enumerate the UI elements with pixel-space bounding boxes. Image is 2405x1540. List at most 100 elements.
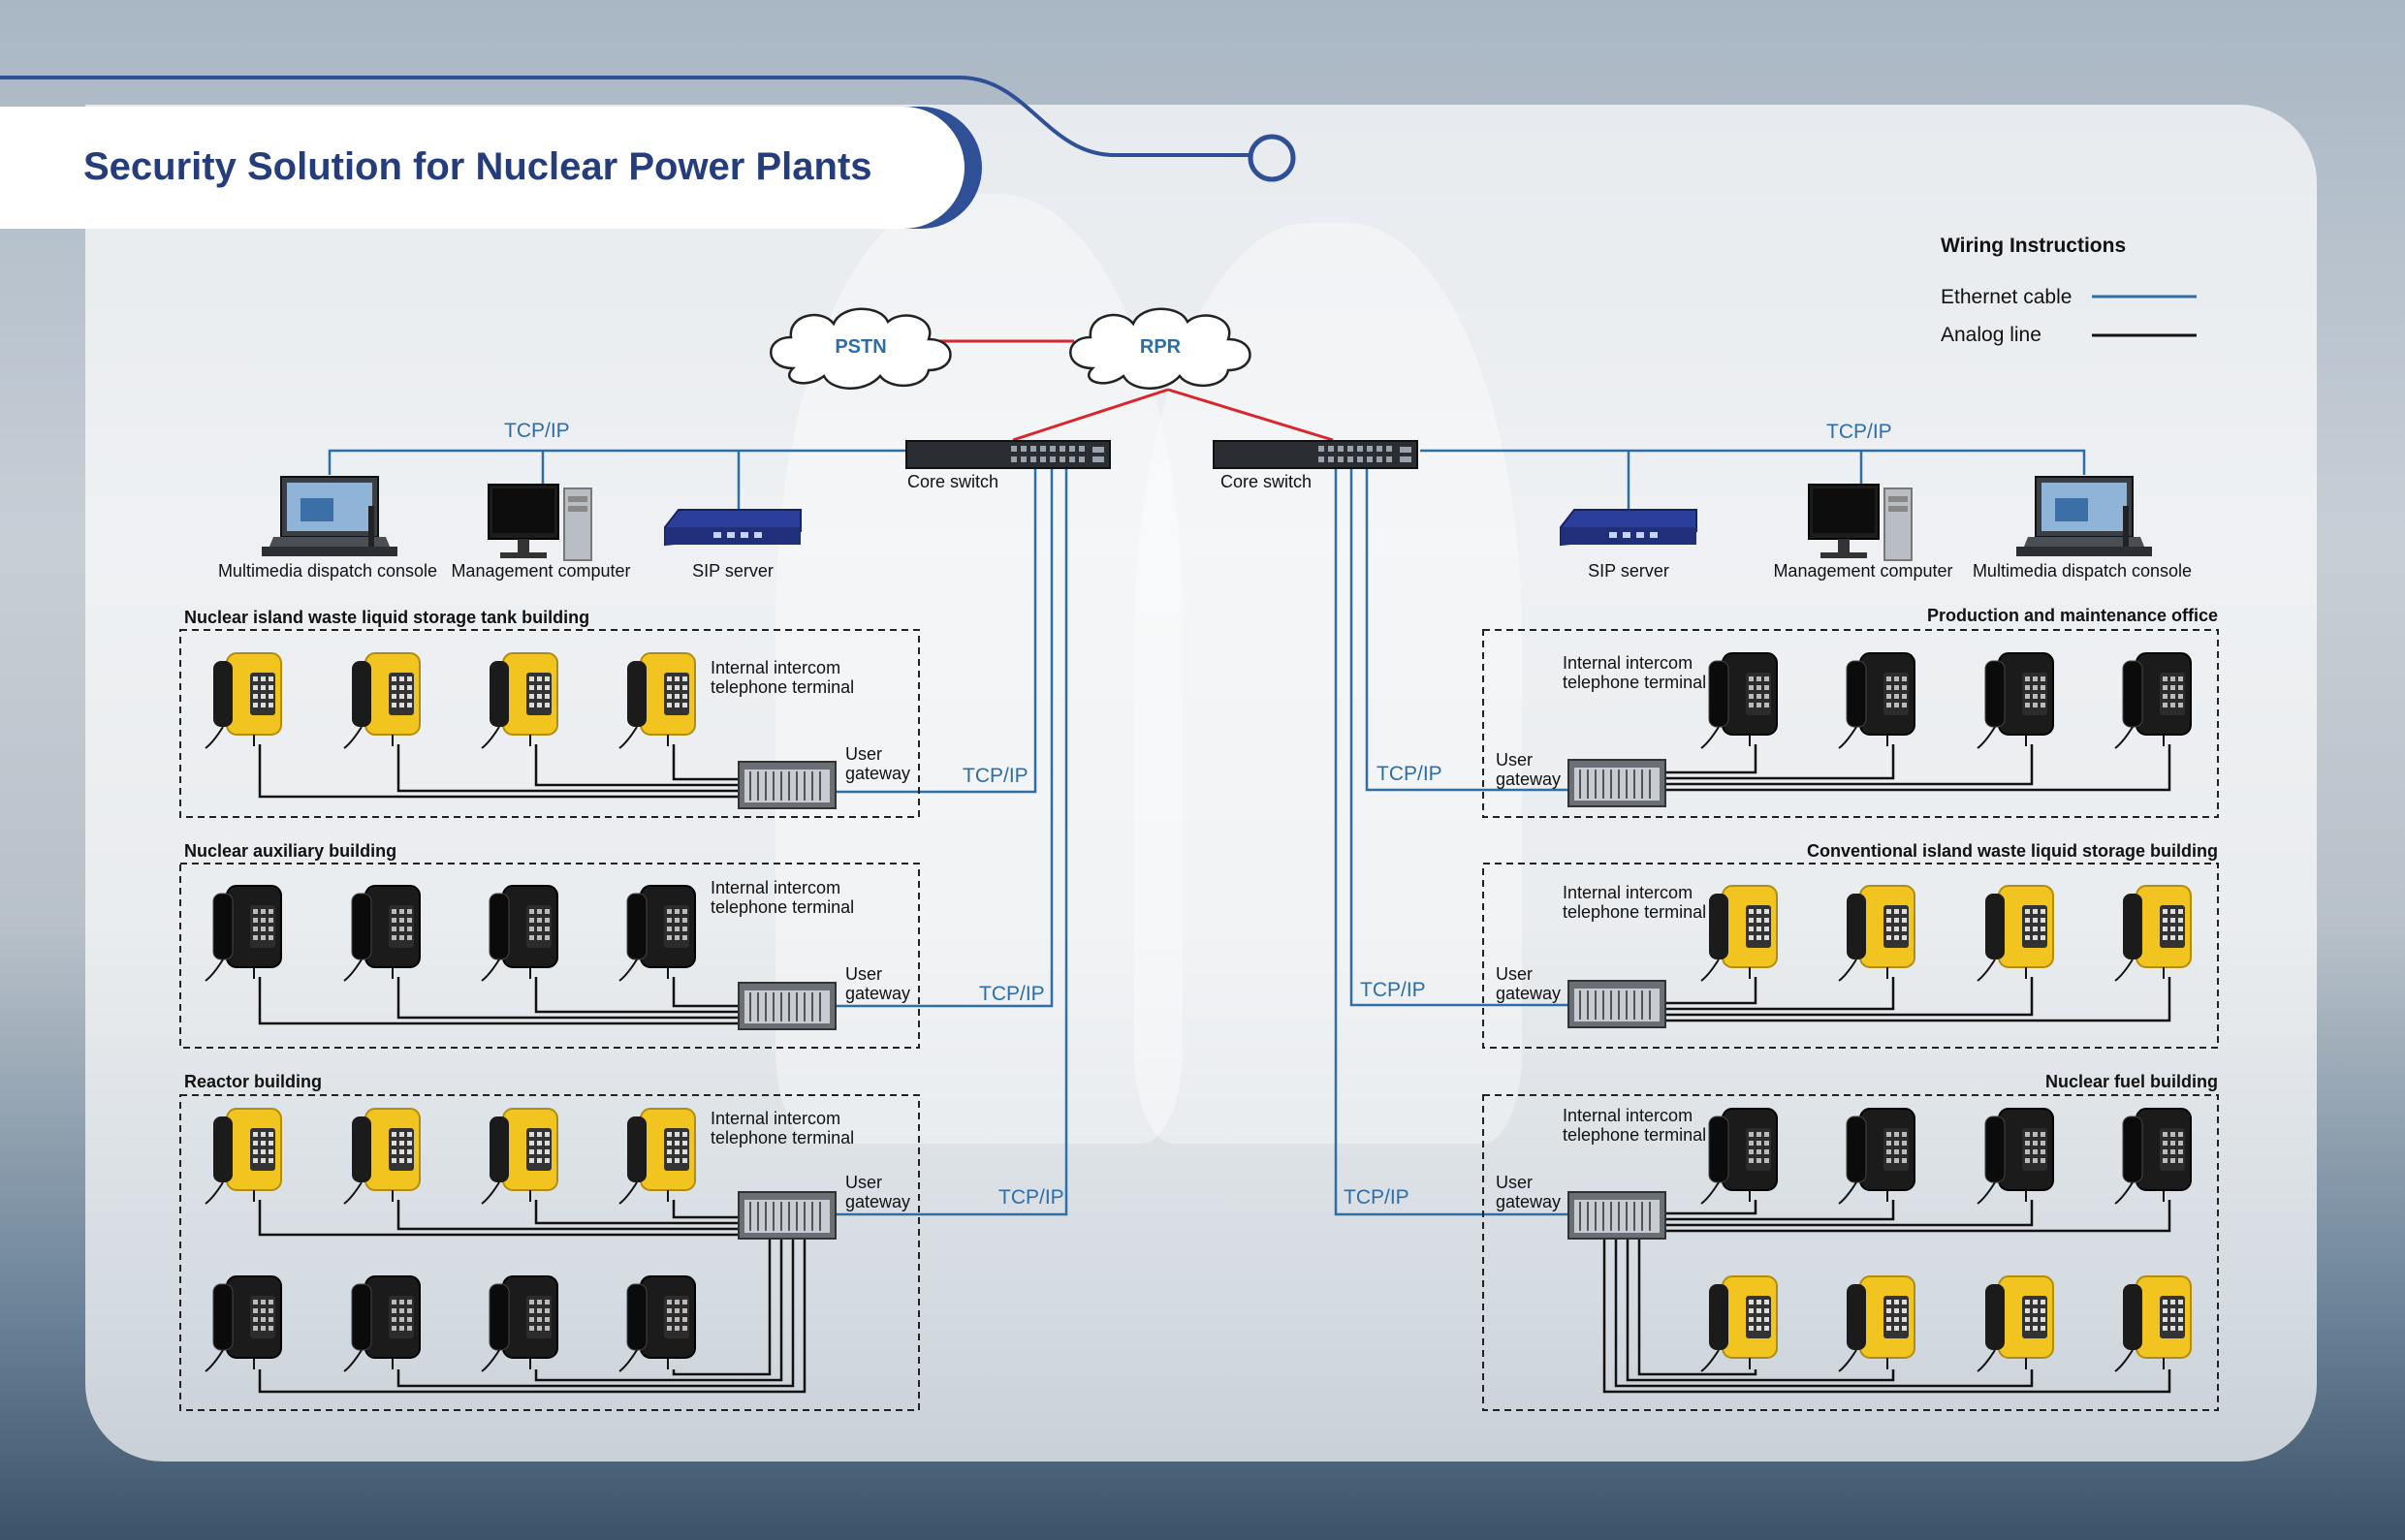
terminal-label-left-3-line1: Internal intercom — [711, 1109, 840, 1128]
terminal-label-right-2-line1: Internal intercom — [1563, 883, 1693, 902]
dispatch-console-right — [2015, 476, 2153, 557]
phone-yellow-right3-7 — [1977, 1275, 2054, 1372]
phone-yellow-left1-1 — [205, 652, 282, 749]
phone-black-right3-4 — [2114, 1108, 2192, 1205]
phone-yellow-left1-2 — [343, 652, 421, 749]
phone-yellow-left3-3 — [481, 1108, 558, 1205]
management-computer-left-label: Management computer — [451, 561, 630, 581]
terminal-label-right-3-line1: Internal intercom — [1563, 1106, 1693, 1125]
user-gateway-left-2 — [738, 982, 837, 1030]
pstn-label: PSTN — [835, 336, 886, 358]
phone-black-right1-1 — [1700, 652, 1778, 749]
tcpip-right-3: TCP/IP — [1344, 1186, 1409, 1209]
tcpip-right-1: TCP/IP — [1377, 763, 1442, 785]
user-gateway-left-1 — [738, 761, 837, 809]
terminal-label-left-1-line2: telephone terminal — [711, 677, 854, 697]
title-connector-circle — [1248, 134, 1296, 182]
legend-ethernet-label: Ethernet cable — [1941, 286, 2072, 308]
phone-black-left3-6 — [343, 1275, 421, 1372]
terminal-label-right-2-line2: telephone terminal — [1563, 902, 1706, 922]
rpr-label: RPR — [1140, 336, 1182, 358]
user-gateway-left-3 — [738, 1191, 837, 1240]
legend-analog-label: Analog line — [1941, 324, 2041, 346]
core-switch-right — [1213, 440, 1418, 469]
core-switch-left-label: Core switch — [907, 472, 998, 491]
gateway-right-2-line2: gateway — [1496, 984, 1561, 1003]
building-title-left-2: Nuclear auxiliary building — [184, 841, 396, 861]
rpr-links — [929, 339, 1334, 442]
phone-black-right1-4 — [2114, 652, 2192, 749]
core-switch-right-label: Core switch — [1220, 472, 1312, 491]
phone-yellow-left1-4 — [618, 652, 696, 749]
phone-yellow-right3-8 — [2114, 1275, 2192, 1372]
phone-black-left3-7 — [481, 1275, 558, 1372]
terminal-label-left-2-line2: telephone terminal — [711, 897, 854, 917]
management-computer-left — [488, 484, 592, 561]
phone-yellow-right3-5 — [1700, 1275, 1778, 1372]
phone-black-left2-1 — [205, 885, 282, 982]
management-computer-right-label: Management computer — [1773, 561, 1952, 581]
phone-black-right1-3 — [1977, 652, 2054, 749]
page-title: Security Solution for Nuclear Power Plan… — [83, 145, 872, 188]
tcpip-top-right: TCP/IP — [1826, 421, 1892, 443]
gateway-left-2-line2: gateway — [845, 984, 910, 1003]
phone-yellow-right2-1 — [1700, 885, 1778, 982]
tcpip-left-1: TCP/IP — [963, 765, 1028, 787]
gateway-left-3-line2: gateway — [845, 1192, 910, 1211]
management-computer-right — [1808, 484, 1913, 561]
phone-black-right3-1 — [1700, 1108, 1778, 1205]
title-banner — [0, 107, 965, 229]
tcpip-left-2: TCP/IP — [979, 983, 1045, 1005]
phone-yellow-left3-1 — [205, 1108, 282, 1205]
terminal-label-left-3-line2: telephone terminal — [711, 1128, 854, 1147]
building-title-left-3: Reactor building — [184, 1072, 322, 1091]
sip-server-right — [1560, 509, 1697, 546]
tcpip-right-2: TCP/IP — [1360, 979, 1426, 1001]
core-switch-left — [905, 440, 1111, 469]
terminal-label-right-1-line2: telephone terminal — [1563, 673, 1706, 692]
building-title-right-2: Conventional island waste liquid storage… — [1807, 841, 2218, 861]
sip-server-right-label: SIP server — [1588, 561, 1669, 581]
phone-yellow-right3-6 — [1838, 1275, 1915, 1372]
user-gateway-right-3 — [1567, 1191, 1666, 1240]
phone-black-left3-5 — [205, 1275, 282, 1372]
user-gateway-right-2 — [1567, 980, 1666, 1028]
dispatch-console-left-label: Multimedia dispatch console — [218, 561, 437, 581]
terminal-label-right-1-line1: Internal intercom — [1563, 653, 1693, 673]
phone-yellow-right2-3 — [1977, 885, 2054, 982]
phone-black-left2-3 — [481, 885, 558, 982]
gateway-left-2-line1: User — [845, 964, 882, 984]
analog-lines-left — [258, 744, 807, 1394]
building-title-right-3: Nuclear fuel building — [2045, 1072, 2218, 1091]
phone-yellow-right2-4 — [2114, 885, 2192, 982]
legend-title: Wiring Instructions — [1941, 235, 2126, 257]
tcpip-left-3: TCP/IP — [998, 1186, 1064, 1209]
building-title-left-1: Nuclear island waste liquid storage tank… — [184, 608, 589, 627]
gateway-right-3-line1: User — [1496, 1173, 1533, 1192]
user-gateway-right-1 — [1567, 759, 1666, 807]
dispatch-console-left — [261, 476, 398, 557]
phone-black-right3-3 — [1977, 1108, 2054, 1205]
terminal-label-right-3-line2: telephone terminal — [1563, 1125, 1706, 1145]
terminal-label-left-2-line1: Internal intercom — [711, 878, 840, 897]
gateway-left-3-line1: User — [845, 1173, 882, 1192]
gateway-right-3-line2: gateway — [1496, 1192, 1561, 1211]
phone-yellow-left3-2 — [343, 1108, 421, 1205]
analog-lines-right — [1602, 744, 2171, 1394]
title-connector-line — [0, 76, 1250, 157]
gateway-right-1-line1: User — [1496, 750, 1533, 770]
sip-server-left-label: SIP server — [692, 561, 774, 581]
phone-yellow-right2-2 — [1838, 885, 1915, 982]
gateway-left-1-line2: gateway — [845, 764, 910, 783]
phone-black-right3-2 — [1838, 1108, 1915, 1205]
building-boxes — [179, 629, 2219, 1411]
phone-yellow-left3-4 — [618, 1108, 696, 1205]
phone-black-left3-8 — [618, 1275, 696, 1372]
phone-black-left2-4 — [618, 885, 696, 982]
phone-black-left2-2 — [343, 885, 421, 982]
building-title-right-1: Production and maintenance office — [1927, 606, 2218, 625]
phone-black-right1-2 — [1838, 652, 1915, 749]
dispatch-console-right-label: Multimedia dispatch console — [1973, 561, 2192, 581]
tcpip-top-left: TCP/IP — [504, 420, 570, 442]
